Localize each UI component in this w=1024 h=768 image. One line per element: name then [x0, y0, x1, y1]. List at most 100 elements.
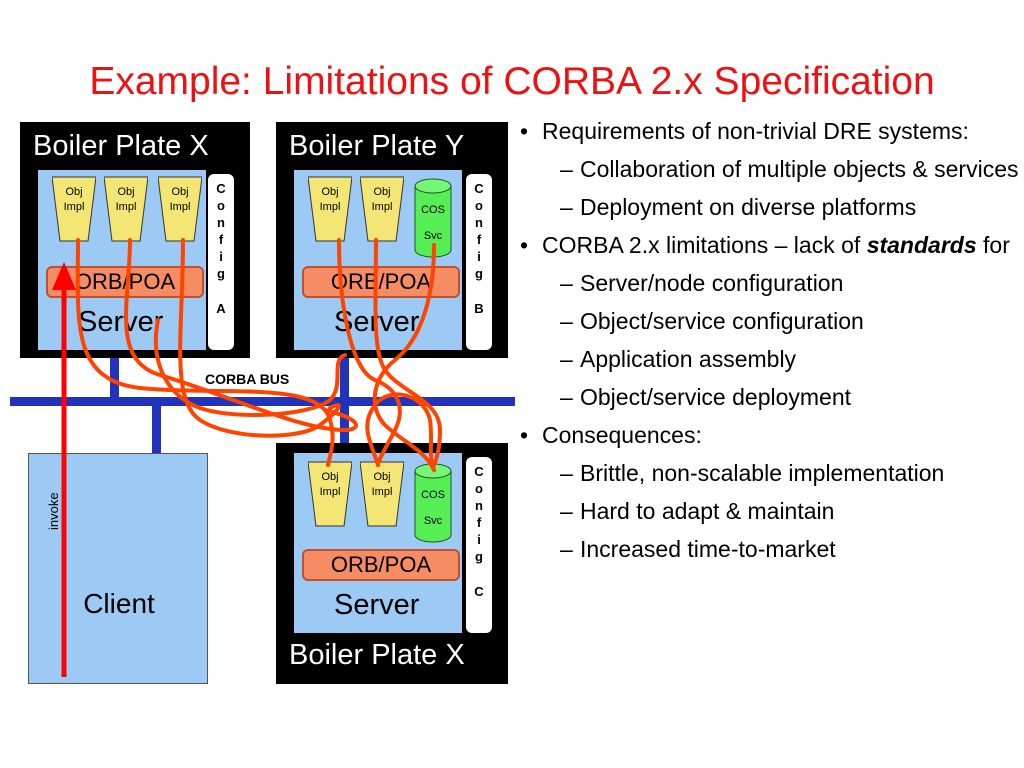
config-id: C — [474, 584, 484, 599]
bullet-text: Consequences: — [542, 422, 702, 448]
boiler-plate-x: Boiler Plate X Obj Impl Obj Impl Obj Imp… — [20, 122, 250, 358]
config-id: A — [216, 301, 226, 316]
link-line — [153, 318, 347, 417]
obj-impl: Obj Impl — [360, 176, 404, 242]
link-line — [372, 243, 436, 472]
config-letter: C — [474, 181, 484, 196]
invoke-arrow — [52, 262, 76, 677]
config-letter: C — [474, 464, 484, 479]
cos-label: COS — [421, 489, 445, 501]
bullet-text-after: for — [976, 232, 1010, 258]
config-letter: o — [475, 481, 483, 496]
config-letter: g — [217, 266, 225, 281]
server-label: Server — [334, 589, 420, 621]
emphasis-text: standards — [866, 232, 977, 258]
config-letter: i — [477, 249, 481, 264]
cos-label: COS — [421, 204, 445, 216]
client-box: Client — [28, 453, 208, 684]
config-letter: o — [217, 198, 225, 213]
plate-label: Boiler Plate X — [289, 639, 465, 671]
obj-label: Obj — [117, 186, 135, 198]
orb-poa: ORB/POA — [302, 549, 460, 581]
sub-bullet-item: –Server/node configuration — [560, 270, 844, 296]
impl-label: Impl — [319, 201, 341, 213]
config-letter: i — [219, 249, 223, 264]
cos-svc: COS Svc — [414, 178, 452, 258]
impl-label: Impl — [371, 486, 393, 498]
link-line — [124, 238, 359, 433]
boiler-plate-x-bottom: Obj Impl Obj Impl COS Svc ORB/POA Server… — [276, 443, 508, 684]
svc-label: Svc — [423, 515, 443, 527]
config-a: C o n f i g A — [208, 174, 234, 350]
impl-label: Impl — [169, 201, 191, 213]
sub-bullet-item: –Hard to adapt & maintain — [560, 498, 835, 524]
obj-impl: Obj Impl — [52, 176, 96, 242]
obj-impl: Obj Impl — [104, 176, 148, 242]
obj-label: Obj — [373, 471, 391, 483]
sub-bullet-text: Collaboration of multiple objects & serv… — [580, 156, 1019, 182]
sub-bullet-text: Server/node configuration — [580, 270, 844, 296]
sub-bullet-item: –Increased time-to-market — [560, 536, 836, 562]
config-letter: f — [218, 232, 224, 247]
link-line — [178, 238, 341, 438]
sub-bullet-text: Brittle, non-scalable implementation — [580, 460, 945, 486]
link-line — [365, 392, 436, 472]
obj-label: Obj — [321, 186, 339, 198]
bullet-item: •Consequences: — [520, 422, 702, 448]
obj-label: Obj — [373, 186, 391, 198]
config-letter: f — [476, 232, 482, 247]
config-b: C o n f i g B — [466, 174, 492, 350]
bullet-list: •Requirements of non-trivial DRE systems… — [520, 116, 1020, 572]
obj-impl: Obj Impl — [308, 176, 352, 242]
sub-bullet-text: Increased time-to-market — [580, 536, 836, 562]
config-letter: o — [475, 198, 483, 213]
server-label: Server — [78, 306, 164, 338]
client-label: Client — [83, 588, 155, 619]
config-id: B — [474, 301, 484, 316]
obj-label: Obj — [65, 186, 83, 198]
plate-label: Boiler Plate X — [33, 130, 209, 162]
sub-bullet-item: –Collaboration of multiple objects & ser… — [560, 156, 1019, 182]
obj-impl: Obj Impl — [308, 461, 352, 527]
impl-label: Impl — [115, 201, 137, 213]
obj-label: Obj — [321, 471, 339, 483]
sub-bullet-text: Object/service configuration — [580, 308, 864, 334]
config-letter: g — [475, 549, 483, 564]
plate-label: Boiler Plate Y — [289, 130, 465, 162]
config-letter: g — [475, 266, 483, 281]
bullet-text: Requirements of non-trivial DRE systems: — [542, 118, 969, 144]
bullet-item: •Requirements of non-trivial DRE systems… — [520, 118, 969, 144]
impl-label: Impl — [371, 201, 393, 213]
bullet-text: CORBA 2.x limitations – lack of — [542, 232, 867, 258]
sub-bullet-text: Application assembly — [580, 346, 797, 372]
config-letter: n — [475, 498, 483, 513]
svc-label: Svc — [423, 230, 443, 242]
sub-bullet-text: Object/service deployment — [580, 384, 852, 410]
sub-bullet-item: –Deployment on diverse platforms — [560, 194, 917, 220]
corba-bus-label: CORBA BUS — [205, 371, 290, 387]
sub-bullet-text: Hard to adapt & maintain — [580, 498, 835, 524]
sub-bullet-item: –Object/service configuration — [560, 308, 864, 334]
sub-bullet-item: –Object/service deployment — [560, 384, 852, 410]
impl-label: Impl — [319, 486, 341, 498]
sub-bullet-text: Deployment on diverse platforms — [580, 194, 917, 220]
link-line — [373, 238, 443, 467]
sub-bullet-item: –Brittle, non-scalable implementation — [560, 460, 945, 486]
server-panel: Obj Impl Obj Impl COS Svc ORB/POA Server — [294, 453, 462, 633]
config-c: C o n f i g C — [466, 457, 492, 633]
link-line — [337, 238, 402, 467]
config-letter: n — [217, 215, 225, 230]
config-letter: n — [475, 215, 483, 230]
obj-impl: Obj Impl — [360, 461, 404, 527]
config-letter: f — [476, 515, 482, 530]
config-letter: i — [477, 532, 481, 547]
sub-bullet-item: –Application assembly — [560, 346, 797, 372]
slide-title: Example: Limitations of CORBA 2.x Specif… — [89, 60, 935, 103]
impl-label: Impl — [63, 201, 85, 213]
obj-impl: Obj Impl — [158, 176, 202, 242]
config-letter: C — [216, 181, 226, 196]
link-line — [75, 238, 335, 467]
obj-label: Obj — [171, 186, 189, 198]
